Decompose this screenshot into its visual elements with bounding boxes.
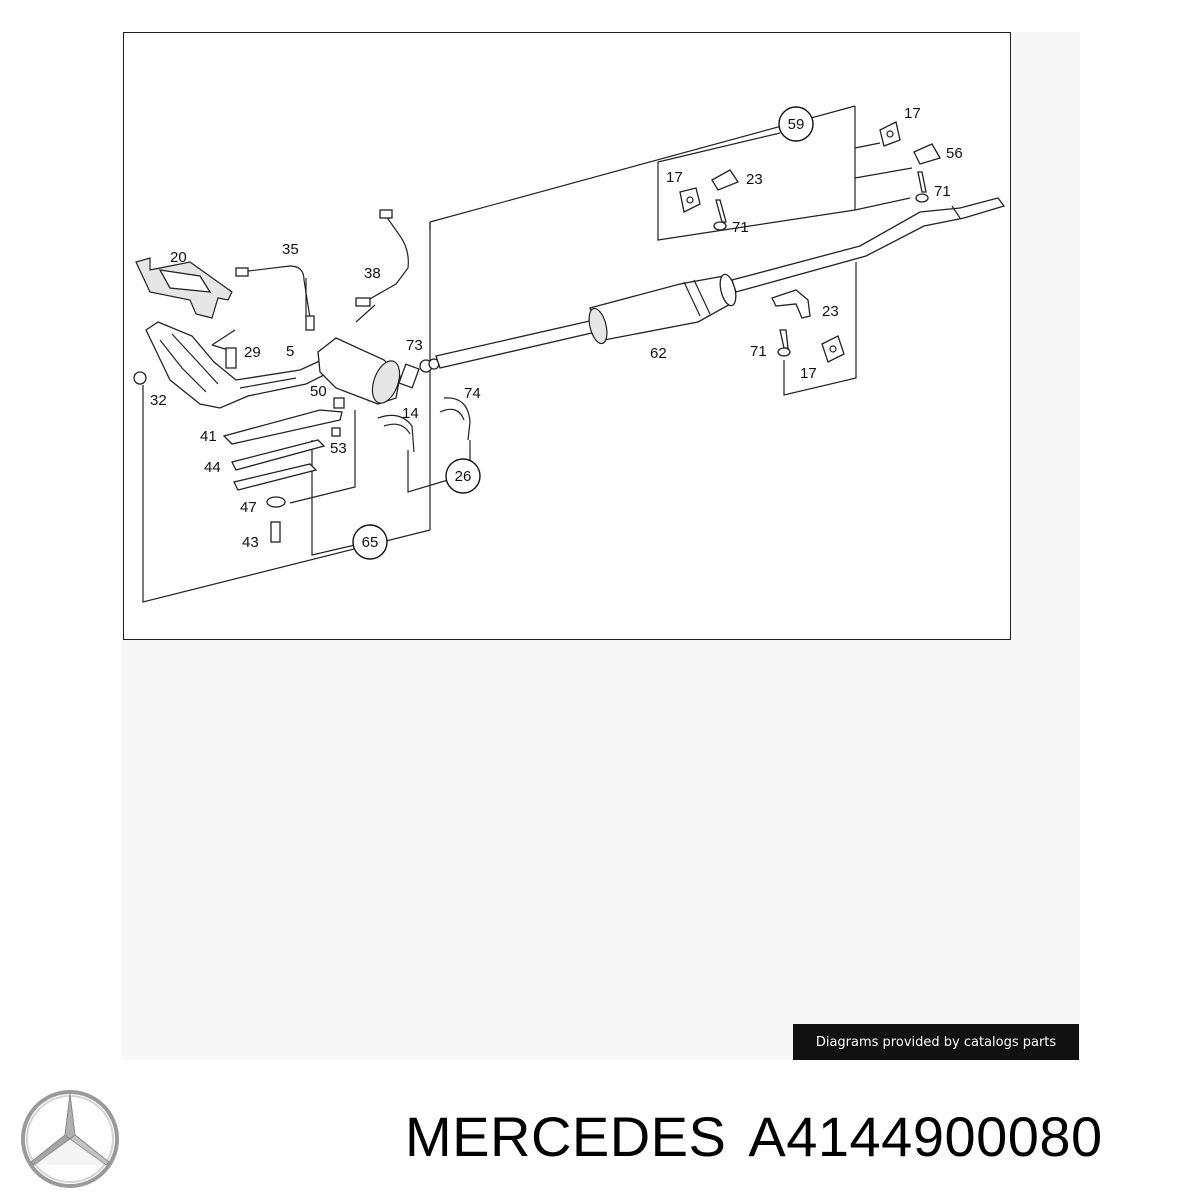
callout-73: 73 bbox=[406, 337, 423, 354]
oxygen-sensors bbox=[235, 209, 409, 331]
callout-29: 29 bbox=[244, 344, 261, 361]
callout-71-right: 71 bbox=[934, 183, 951, 200]
callout-65: 65 bbox=[362, 534, 379, 551]
callout-26: 26 bbox=[455, 468, 472, 485]
callout-14: 14 bbox=[402, 405, 419, 422]
callout-71-upper: 71 bbox=[732, 219, 749, 236]
part-number: A4144900080 bbox=[748, 1105, 1103, 1168]
mercedes-star-icon bbox=[21, 1090, 119, 1188]
callout-23-upper: 23 bbox=[746, 171, 763, 188]
callout-circle-59 bbox=[778, 106, 814, 142]
callout-43: 43 bbox=[242, 534, 259, 551]
exhaust-manifold bbox=[133, 257, 331, 409]
brackets bbox=[222, 397, 471, 543]
callout-17-right: 17 bbox=[904, 105, 921, 122]
callout-47: 47 bbox=[240, 499, 257, 516]
catalytic-converter bbox=[317, 337, 440, 405]
callout-labels: 20 35 38 29 5 73 32 50 74 14 41 53 44 47… bbox=[150, 105, 963, 551]
callout-17-lower: 17 bbox=[800, 365, 817, 382]
callout-74: 74 bbox=[464, 385, 481, 402]
brand-name: MERCEDES bbox=[405, 1105, 727, 1168]
callout-59: 59 bbox=[788, 116, 805, 133]
callout-5: 5 bbox=[286, 343, 294, 360]
callout-56: 56 bbox=[946, 145, 963, 162]
callout-62: 62 bbox=[650, 345, 667, 362]
exhaust-pipe-and-silencer bbox=[435, 197, 1006, 369]
mounts-and-screws bbox=[679, 121, 941, 363]
callout-44: 44 bbox=[204, 459, 221, 476]
callout-50: 50 bbox=[310, 383, 327, 400]
circled-callouts: 59 26 65 bbox=[352, 106, 814, 560]
callout-circle-65 bbox=[352, 524, 388, 560]
callout-35: 35 bbox=[282, 241, 299, 258]
callout-41: 41 bbox=[200, 428, 217, 445]
credit-banner: Diagrams provided by catalogs parts bbox=[793, 1024, 1079, 1060]
callout-20: 20 bbox=[170, 249, 187, 266]
callout-71-lower: 71 bbox=[750, 343, 767, 360]
callout-38: 38 bbox=[364, 265, 381, 282]
callout-17-upper: 17 bbox=[666, 169, 683, 186]
callout-circle-26 bbox=[445, 458, 481, 494]
exhaust-system-diagram: 59 26 65 20 35 38 29 5 73 32 50 74 14 41… bbox=[133, 105, 1006, 603]
part-caption: MERCEDES A4144900080 bbox=[405, 1104, 1195, 1169]
callout-53: 53 bbox=[330, 440, 347, 457]
callout-32: 32 bbox=[150, 392, 167, 409]
callout-23-lower: 23 bbox=[822, 303, 839, 320]
